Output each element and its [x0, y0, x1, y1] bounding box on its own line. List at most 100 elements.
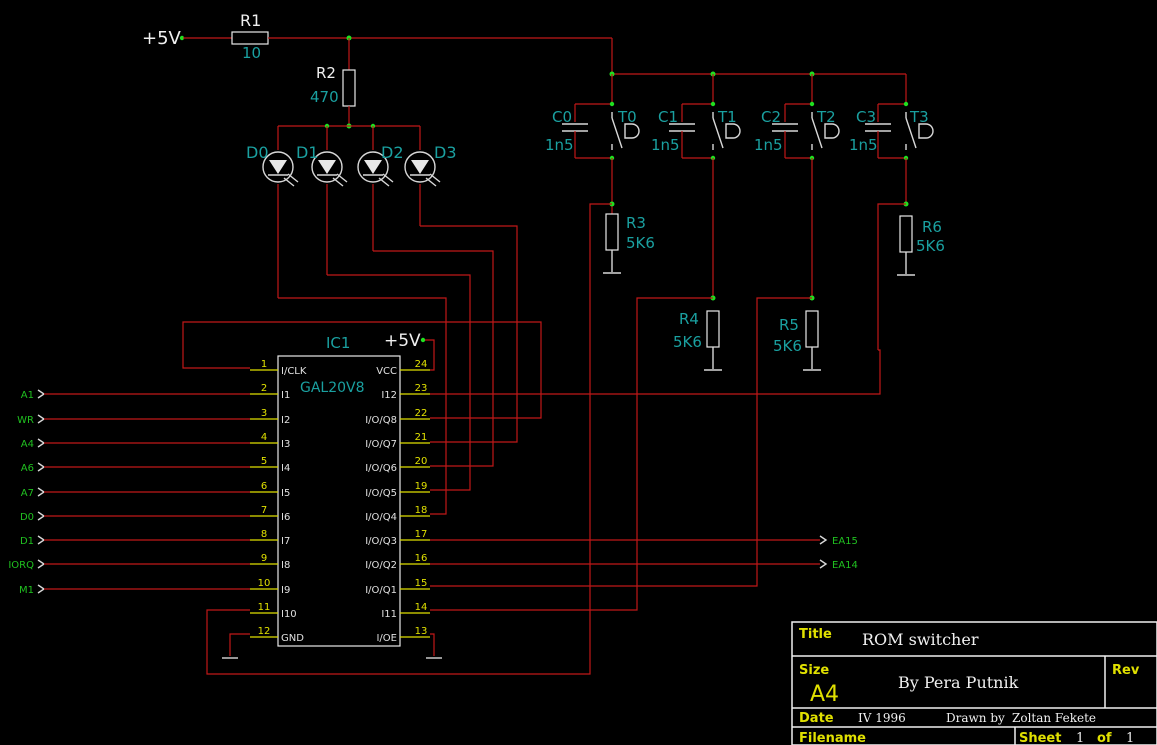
size-value: A4 — [810, 682, 839, 707]
title-block: Title ROM switcher Size A4 By Pera Putni… — [791, 621, 1157, 745]
ic1-pin-name: I/O/Q6 — [365, 463, 397, 474]
ic1-pin-name: I/O/Q8 — [365, 415, 397, 426]
ic1-pin-number: 17 — [415, 529, 428, 540]
resistor-r5 — [805, 310, 819, 348]
power-label-ic: +5V — [384, 331, 421, 351]
ic1-pin-name: GND — [281, 633, 304, 644]
input-port-icon — [37, 414, 46, 424]
ic1-pin-name: I/OE — [376, 633, 397, 644]
ic1-pin-name: I9 — [281, 585, 290, 596]
cap-c0-value: 1n5 — [545, 136, 574, 154]
cap-c1-value: 1n5 — [651, 136, 680, 154]
power-label-top: +5V — [142, 28, 182, 49]
cap-c1-label: C1 — [658, 108, 678, 126]
ic1-pin-number: 5 — [261, 456, 267, 467]
date-value: IV 1996 — [858, 711, 906, 725]
ic1-pin-name: I2 — [281, 415, 290, 426]
ic1-pin-number: 22 — [415, 408, 428, 419]
cap-c3-label: C3 — [856, 108, 876, 126]
ic1-pin-number: 16 — [415, 553, 428, 564]
ic1-pin-number: 18 — [415, 505, 428, 516]
cap-c2-label: C2 — [761, 108, 781, 126]
ic1-ref: IC1 — [326, 334, 350, 352]
ic1-pin-name: I/O/Q4 — [365, 512, 397, 523]
ic1-pin-number: 11 — [258, 602, 271, 613]
input-signal-label: A1 — [21, 390, 34, 401]
resistor-r6 — [899, 215, 913, 253]
of-value: 1 — [1126, 731, 1134, 745]
ic1-pin-name: I/O/Q5 — [365, 488, 397, 499]
pulldown-section: R3 5K6 R4 5K6 R5 5K6 R6 5K6 — [206, 201, 945, 675]
ic1-pin-name: I8 — [281, 560, 290, 571]
ic1-pin-number: 1 — [261, 359, 267, 370]
sheet-label: Sheet — [1019, 731, 1061, 745]
input-port-icon — [37, 584, 46, 594]
rev-label: Rev — [1112, 663, 1140, 678]
ic1-pin-number: 12 — [258, 626, 271, 637]
resistor-r3 — [605, 213, 619, 251]
switch-t0-label: T0 — [617, 108, 637, 126]
ic1-right-pins: 24VCC23I1222I/O/Q821I/O/Q720I/O/Q619I/O/… — [365, 359, 430, 644]
resistor-r1 — [231, 31, 269, 45]
filename-label: Filename — [799, 731, 866, 745]
ic1-left-pins: 1I/CLK2I13I24I35I46I57I68I79I810I911I101… — [250, 359, 307, 644]
ic1-pin-name: I/O/Q1 — [365, 585, 397, 596]
ic1-pin-name: I12 — [381, 390, 397, 401]
size-label: Size — [799, 663, 829, 678]
led-d1-label: D1 — [296, 143, 319, 162]
title-label: Title — [799, 627, 832, 642]
led-wiring — [182, 225, 542, 515]
input-signal-label: WR — [17, 415, 34, 426]
r6-label: R6 — [922, 218, 942, 236]
ic1-pin-name: I/O/Q3 — [365, 536, 397, 547]
input-port-icon — [37, 511, 46, 521]
ic1-pin-number: 6 — [261, 481, 267, 492]
r5-value: 5K6 — [773, 337, 802, 355]
r6-value: 5K6 — [916, 237, 945, 255]
switch-unit-1 — [669, 74, 741, 296]
resistor-r4 — [706, 310, 720, 348]
ic1-pin-number: 21 — [415, 432, 428, 443]
switch-unit-2 — [772, 74, 840, 298]
power-section: +5V R1 10 R2 470 — [142, 11, 613, 129]
led-section: D0 D1 D2 D3 — [246, 126, 457, 298]
ic1-pin-number: 10 — [258, 578, 271, 589]
led-d0 — [262, 126, 299, 298]
led-d1 — [311, 126, 348, 275]
ic1-pin-name: I11 — [381, 609, 397, 620]
ic1-pin-number: 14 — [415, 602, 428, 613]
resistor-r2 — [342, 69, 356, 107]
led-d0-label: D0 — [246, 143, 269, 162]
ic1-pin-number: 9 — [261, 553, 267, 564]
switch-t3-label: T3 — [909, 108, 929, 126]
r3-value: 5K6 — [626, 234, 655, 252]
ic1-pin-number: 2 — [261, 383, 267, 394]
input-signal-label: A4 — [21, 439, 34, 450]
input-port-icon — [37, 559, 46, 569]
ic1-pin-name: I5 — [281, 488, 290, 499]
input-port-icon — [37, 535, 46, 545]
output-port-icon — [819, 535, 828, 545]
r2-label: R2 — [316, 64, 336, 82]
r1-label: R1 — [240, 11, 261, 30]
ic1-pin-name: I4 — [281, 463, 290, 474]
input-port-icon — [37, 389, 46, 399]
switch-unit-3 — [865, 74, 934, 204]
r4-label: R4 — [679, 310, 699, 328]
ic1-pin-name: I6 — [281, 512, 290, 523]
input-port-icon — [37, 438, 46, 448]
ic1-pin-number: 20 — [415, 456, 428, 467]
ic1-pin-number: 19 — [415, 481, 428, 492]
switch-t2-label: T2 — [816, 108, 836, 126]
r3-label: R3 — [626, 214, 646, 232]
ic1-pin-name: I/O/Q2 — [365, 560, 397, 571]
ic1-part: GAL20V8 — [300, 380, 365, 396]
led-d3-label: D3 — [434, 143, 457, 162]
title-value: ROM switcher — [862, 630, 979, 649]
ic1-pin-number: 8 — [261, 529, 267, 540]
input-signal-label: A7 — [21, 488, 34, 499]
drawn-by-label: Drawn by — [946, 711, 1005, 725]
